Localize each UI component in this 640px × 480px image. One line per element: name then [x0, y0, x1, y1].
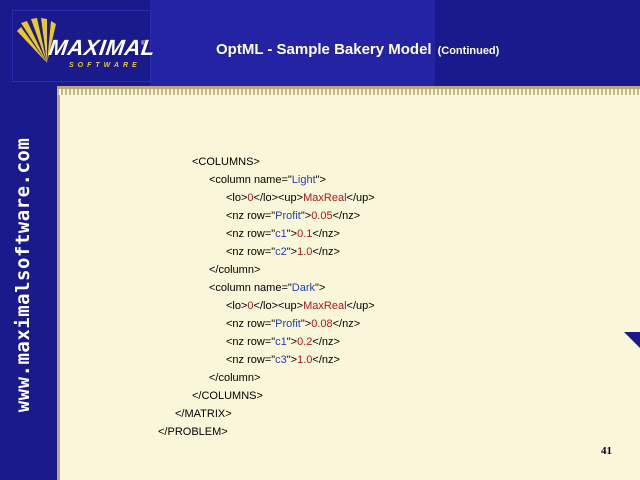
xml-markup: "> — [286, 228, 298, 240]
xml-markup: </nz> — [312, 228, 340, 240]
code-line: <nz row="c1">0.1</nz> — [226, 225, 340, 243]
xml-markup: </nz> — [332, 210, 361, 222]
code-line: </PROBLEM> — [158, 423, 228, 441]
code-line: <lo>0</lo><up>MaxReal</up> — [226, 297, 375, 315]
code-line: <COLUMNS> — [192, 153, 260, 171]
xml-element-value: 1.0 — [297, 354, 313, 366]
xml-markup: </nz> — [312, 246, 340, 258]
xml-element-value: 0 — [247, 192, 254, 204]
xml-markup: </column> — [209, 264, 261, 276]
xml-markup: <column name=" — [209, 174, 292, 186]
xml-markup: </nz> — [312, 336, 340, 348]
xml-attribute-value: c3 — [275, 354, 287, 366]
xml-markup: </COLUMNS> — [192, 390, 263, 402]
xml-markup: "> — [286, 336, 298, 348]
xml-markup: "> — [286, 246, 298, 258]
xml-markup: <nz row=" — [226, 354, 276, 366]
logo-subtitle: SOFTWARE — [69, 62, 141, 69]
xml-markup: "> — [300, 210, 312, 222]
xml-attribute-value: c1 — [275, 228, 287, 240]
logo-trademark: ® — [141, 41, 146, 47]
xml-markup: <COLUMNS> — [192, 156, 260, 168]
logo-wordmark: MAXIMAL — [47, 35, 157, 60]
code-line: <nz row="Profit">0.08</nz> — [226, 315, 360, 333]
code-line: <nz row="c2">1.0</nz> — [226, 243, 340, 261]
code-line: </column> — [209, 261, 260, 279]
xml-attribute-value: c2 — [275, 246, 287, 258]
slide-title: OptML - Sample Bakery Model (Continued) — [216, 41, 499, 58]
xml-attribute-value: Light — [291, 174, 316, 186]
header-highlight — [150, 0, 435, 86]
code-line: </column> — [209, 369, 260, 387]
xml-markup: </PROBLEM> — [158, 426, 228, 438]
xml-markup: </lo><up> — [253, 300, 304, 312]
xml-markup: <nz row=" — [226, 336, 276, 348]
code-line: </MATRIX> — [175, 405, 232, 423]
xml-markup: <lo> — [226, 192, 248, 204]
xml-markup: </up> — [346, 300, 375, 312]
page-number: 41 — [601, 445, 612, 457]
xml-attribute-value: Dark — [291, 282, 316, 294]
panel-corner-notch — [624, 332, 640, 348]
xml-markup: </MATRIX> — [175, 408, 232, 420]
xml-markup: "> — [286, 354, 298, 366]
xml-element-value: 0.1 — [297, 228, 313, 240]
xml-markup: </nz> — [332, 318, 361, 330]
xml-element-value: 0 — [247, 300, 254, 312]
xml-element-value: 0.2 — [297, 336, 313, 348]
code-line: <column name="Dark"> — [209, 279, 325, 297]
sidebar-url-text: www.maximalsoftware.com — [12, 137, 34, 413]
xml-attribute-value: Profit — [275, 318, 301, 330]
code-line: <lo>0</lo><up>MaxReal</up> — [226, 189, 375, 207]
sidebar-url: www.maximalsoftware.com — [6, 115, 40, 435]
code-line: <nz row="c1">0.2</nz> — [226, 333, 340, 351]
xml-markup: <nz row=" — [226, 210, 276, 222]
code-line: </COLUMNS> — [192, 387, 263, 405]
xml-markup: "> — [315, 174, 326, 186]
slide-title-suffix: (Continued) — [437, 45, 500, 57]
xml-markup: "> — [315, 282, 326, 294]
xml-markup: <lo> — [226, 300, 248, 312]
content-panel — [57, 86, 640, 480]
xml-markup: </up> — [346, 192, 375, 204]
xml-element-value: MaxReal — [303, 300, 347, 312]
code-line: <column name="Light"> — [209, 171, 326, 189]
xml-markup: "> — [300, 318, 312, 330]
logo-burst-icon — [17, 18, 56, 63]
xml-element-value: 0.05 — [311, 210, 333, 222]
maximal-logo: MAXIMAL ® SOFTWARE — [12, 10, 157, 82]
xml-markup: </lo><up> — [253, 192, 304, 204]
xml-markup: </column> — [209, 372, 261, 384]
xml-element-value: MaxReal — [303, 192, 347, 204]
xml-attribute-value: c1 — [275, 336, 287, 348]
xml-element-value: 0.08 — [311, 318, 333, 330]
code-line: <nz row="c3">1.0</nz> — [226, 351, 340, 369]
xml-markup: <nz row=" — [226, 246, 276, 258]
xml-markup: </nz> — [312, 354, 340, 366]
slide-title-text: OptML - Sample Bakery Model — [216, 41, 432, 58]
xml-markup: <column name=" — [209, 282, 292, 294]
xml-element-value: 1.0 — [297, 246, 313, 258]
xml-markup: <nz row=" — [226, 228, 276, 240]
xml-attribute-value: Profit — [275, 210, 301, 222]
xml-markup: <nz row=" — [226, 318, 276, 330]
code-line: <nz row="Profit">0.05</nz> — [226, 207, 360, 225]
